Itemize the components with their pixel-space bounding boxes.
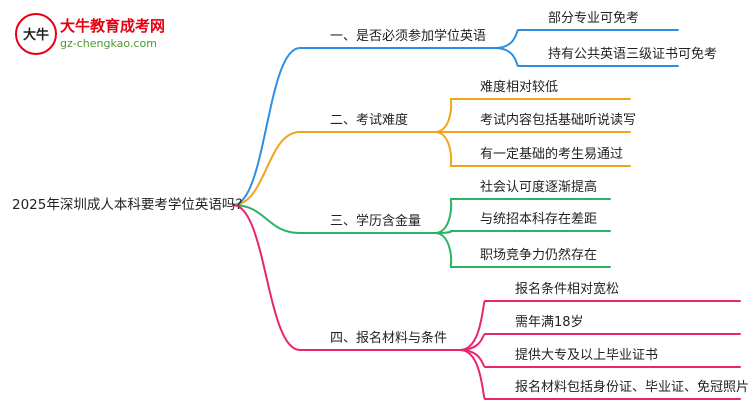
branch-connector xyxy=(232,131,301,206)
bull-logo-icon: 大牛 xyxy=(15,13,57,55)
leaf-label: 报名条件相对宽松 xyxy=(515,282,620,297)
leaf-label: 社会认可度逐渐提高 xyxy=(480,180,598,195)
leaf-label: 与统招本科存在差距 xyxy=(480,212,598,227)
leaf-connector xyxy=(459,333,741,351)
brand-name: 大牛教育成考网 xyxy=(60,17,166,35)
root-node-label: 2025年深圳成人本科要考学位英语吗？ xyxy=(12,197,249,213)
branch-connector xyxy=(232,47,301,206)
leaf-connector xyxy=(459,300,741,351)
branch-label: 三、学历含金量 xyxy=(330,214,422,229)
leaf-label: 需年满18岁 xyxy=(515,315,584,330)
leaf-label: 难度相对较低 xyxy=(480,80,559,95)
leaf-label: 持有公共英语三级证书可免考 xyxy=(548,47,718,62)
leaf-label: 报名材料包括身份证、毕业证、免冠照片 xyxy=(515,380,750,395)
leaf-connector xyxy=(434,198,611,234)
leaf-connector xyxy=(494,29,679,49)
branch-label: 一、是否必须参加学位英语 xyxy=(330,29,487,44)
leaf-connector xyxy=(494,47,679,67)
leaf-label: 有一定基础的考生易通过 xyxy=(480,147,624,162)
leaf-connector xyxy=(434,232,611,268)
branch-label: 四、报名材料与条件 xyxy=(330,331,448,346)
leaf-connector xyxy=(434,98,631,133)
leaf-connector xyxy=(434,230,611,234)
leaf-connector xyxy=(459,349,741,400)
leaf-label: 提供大专及以上毕业证书 xyxy=(515,348,659,363)
branch-connector xyxy=(232,204,301,234)
branch-connector xyxy=(232,204,301,351)
leaf-label: 职场竞争力仍然存在 xyxy=(480,248,598,263)
branch-label: 二、考试难度 xyxy=(330,113,409,128)
brand-url: gz-chengkao.com xyxy=(60,37,157,50)
leaf-connector xyxy=(434,131,631,167)
svg-text:大牛: 大牛 xyxy=(23,27,49,43)
leaf-label: 部分专业可免考 xyxy=(548,11,640,26)
leaf-label: 考试内容包括基础听说读写 xyxy=(480,113,637,128)
brand-logo: 大牛 大牛教育成考网 gz-chengkao.com xyxy=(14,12,174,56)
